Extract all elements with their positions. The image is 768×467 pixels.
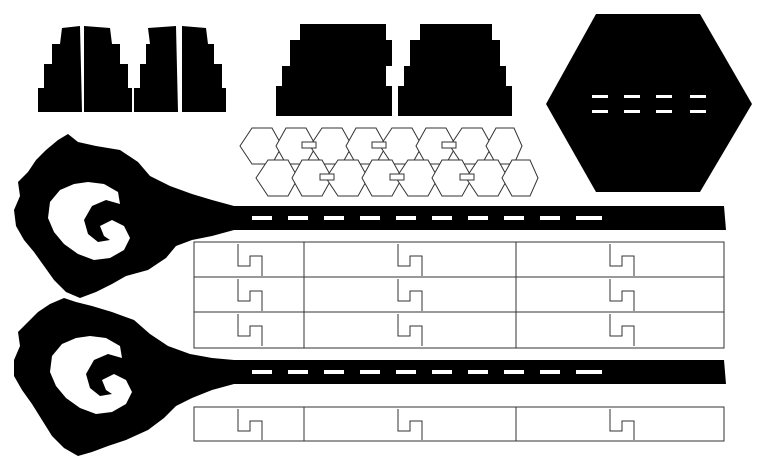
left-pillar-pair [38, 26, 226, 112]
slotted-strip-rows [193, 241, 725, 349]
hexagon-panel [546, 14, 752, 192]
arm-top-slots [252, 216, 602, 220]
hex-strip [239, 127, 539, 197]
ornate-arm-top [14, 134, 726, 298]
hexagon-slots [592, 95, 706, 113]
arm-bottom-slots [252, 370, 602, 374]
ornate-arm-bottom [14, 298, 726, 456]
middle-pillar-pair [276, 24, 512, 116]
slotted-strip-single [193, 406, 725, 442]
